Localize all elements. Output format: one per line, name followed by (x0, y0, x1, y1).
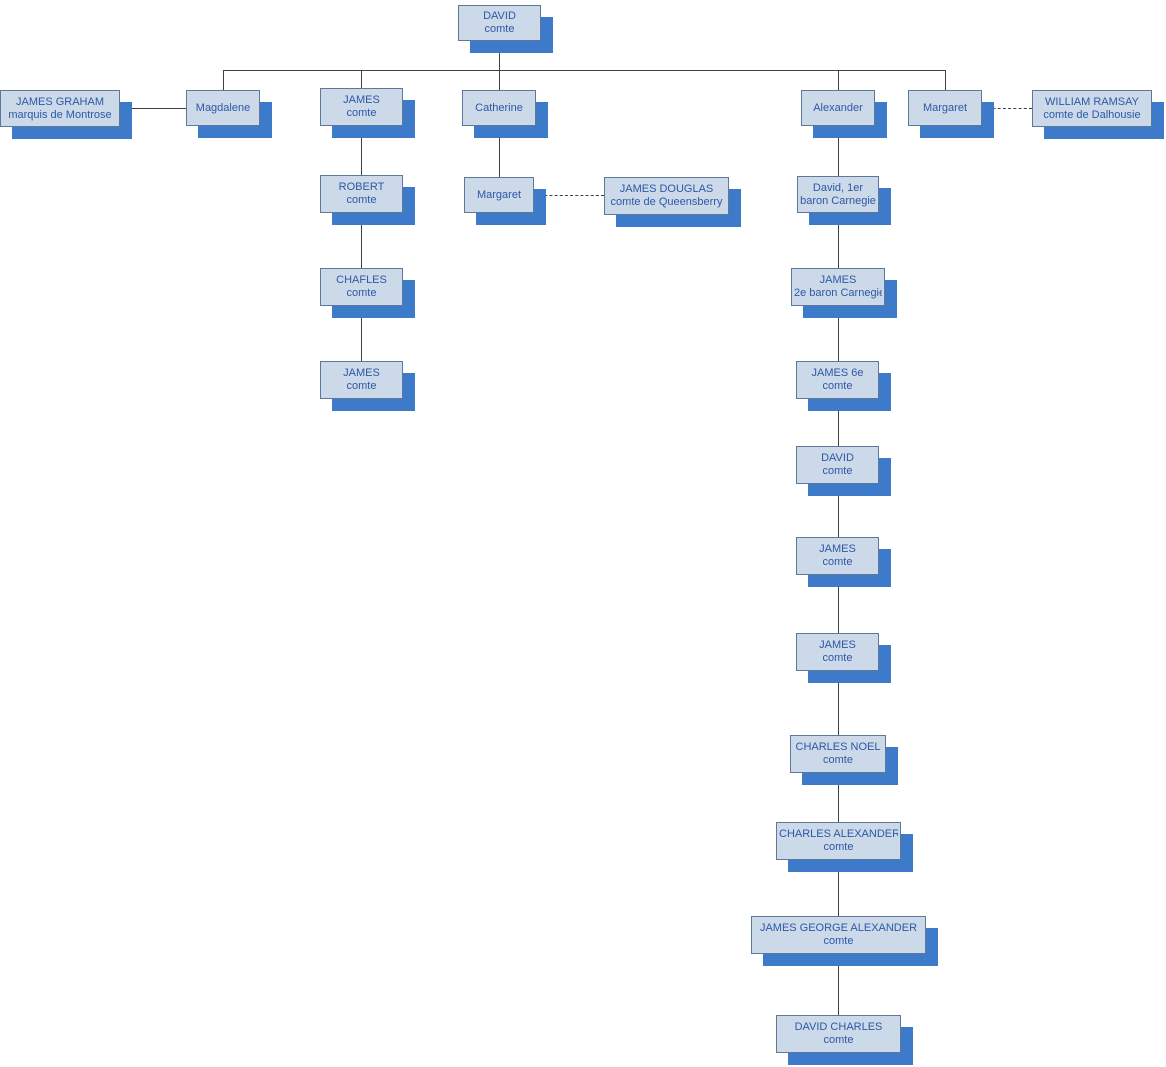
person-title: comte (823, 754, 853, 766)
tree-node-margaret: Margaret (908, 90, 982, 126)
person-name: Magdalene (195, 101, 251, 114)
person-title: comte (822, 465, 853, 477)
person-name: WILLIAM RAMSAY (1045, 95, 1139, 108)
family-connector-line (838, 954, 839, 1015)
person-name: CHARLES ALEXANDER (779, 828, 898, 840)
person-name: CHAFLES (336, 274, 387, 286)
person-title: comte (822, 652, 853, 664)
person-name: JAMES DOUGLAS (619, 183, 714, 195)
person-title: comte (822, 556, 853, 568)
person-title: comte (346, 380, 377, 392)
family-connector-line (499, 41, 500, 70)
person-title: comte (346, 287, 377, 299)
person-name: DAVID CHARLES (794, 1021, 883, 1033)
person-name: JAMES (343, 94, 380, 106)
family-connector-line (838, 860, 839, 916)
family-connector-line (838, 126, 839, 176)
family-connector-line (223, 70, 224, 90)
family-connector-line (838, 671, 839, 735)
person-title: comte (823, 1034, 854, 1046)
family-connector-line (838, 575, 839, 633)
person-title: comte (346, 194, 377, 206)
family-connector-line (120, 108, 186, 109)
person-title: comte (823, 841, 854, 853)
person-title: 2e baron Carnegie (794, 287, 882, 299)
family-connector-line (361, 70, 362, 88)
person-title: comte (346, 107, 377, 119)
family-connector-line (945, 70, 946, 90)
family-connector-line (838, 306, 839, 361)
family-connector-line (361, 126, 362, 175)
marriage-connector-dashed (982, 108, 1032, 109)
person-title: comte (484, 23, 515, 35)
person-name: JAMES (819, 639, 856, 651)
family-connector-line (499, 126, 500, 177)
person-name: Alexander (813, 101, 863, 114)
person-name: JAMES 6e (811, 367, 864, 379)
person-title: comte de Queensberry (610, 196, 723, 208)
person-name: JAMES (819, 543, 856, 555)
tree-node-alexander: Alexander (801, 90, 875, 126)
tree-node-margaret-2: Margaret (464, 177, 534, 213)
family-connector-line (838, 70, 839, 90)
person-name: Margaret (922, 101, 968, 114)
person-name: ROBERT (338, 181, 385, 193)
person-name: JAMES GRAHAM (15, 95, 104, 108)
family-connector-line (223, 70, 945, 71)
person-name: JAMES (819, 274, 857, 286)
marriage-connector-dashed (534, 195, 604, 196)
tree-node-catherine: Catherine (462, 90, 536, 126)
person-name: Margaret (476, 188, 522, 201)
person-name: DAVID (821, 452, 854, 464)
family-connector-line (838, 773, 839, 822)
person-name: Catherine (475, 101, 523, 114)
family-connector-line (361, 213, 362, 268)
family-connector-line (499, 70, 500, 90)
tree-node-magdalene: Magdalene (186, 90, 260, 126)
person-title: marquis de Montrose (8, 108, 112, 121)
family-connector-line (838, 399, 839, 446)
person-title: baron Carnegie (800, 194, 876, 207)
person-title: comte (823, 935, 854, 947)
person-title: comte (822, 380, 853, 392)
person-name: CHARLES NOEL (795, 741, 881, 753)
family-connector-line (361, 306, 362, 361)
family-connector-line (838, 213, 839, 268)
family-connector-line (838, 484, 839, 537)
person-name: David, 1er (812, 181, 864, 194)
person-name: JAMES GEORGE ALEXANDER (759, 922, 918, 934)
person-title: comte de Dalhousie (1043, 108, 1141, 121)
person-name: JAMES (343, 367, 380, 379)
person-name: DAVID (483, 10, 516, 22)
